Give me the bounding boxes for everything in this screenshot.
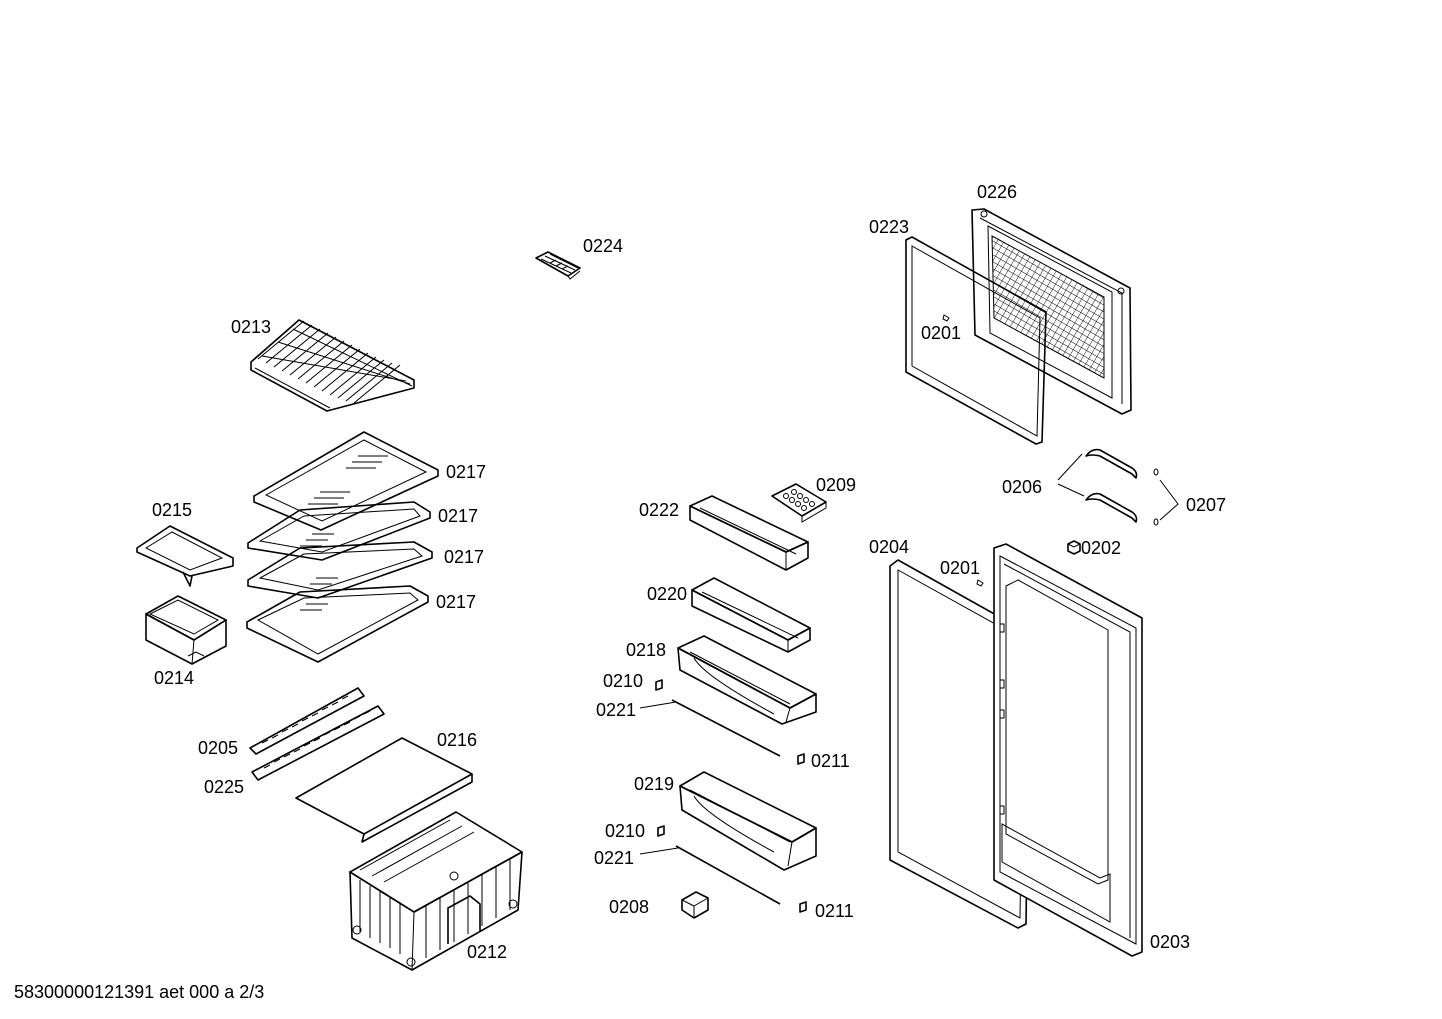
label-0225: 0225 <box>204 777 244 797</box>
part-0221-rod-lower <box>675 845 781 905</box>
part-0218-door-shelf <box>677 635 817 725</box>
label-0202: 0202 <box>1081 538 1121 558</box>
part-0210-clip-upper <box>655 679 663 691</box>
part-0213-wire-shelf <box>250 319 415 412</box>
label-0221: 0221 <box>596 700 636 720</box>
label-0219: 0219 <box>634 774 674 794</box>
part-0203-fridge-door <box>993 543 1143 957</box>
part-0201-screw-upper <box>942 314 950 322</box>
part-0217-glass-shelf-4 <box>246 585 429 663</box>
label-0221: 0221 <box>594 848 634 868</box>
leader-lines <box>639 453 1179 855</box>
part-0204-fridge-gasket <box>889 559 1031 929</box>
label-0209: 0209 <box>816 475 856 495</box>
label-0210: 0210 <box>603 671 643 691</box>
part-0217-glass-shelf-1 <box>253 431 439 531</box>
part-0211-clip-upper <box>797 753 805 765</box>
part-0207-screw-upper <box>1153 468 1159 476</box>
part-0225-strip <box>251 705 385 781</box>
label-0224: 0224 <box>583 236 623 256</box>
part-0201-screw-lower <box>976 579 984 587</box>
part-0224-ice-tray <box>535 251 581 280</box>
part-0216-cover-plate <box>295 737 473 843</box>
label-0208: 0208 <box>609 897 649 917</box>
label-0218: 0218 <box>626 640 666 660</box>
drawing-id: 58300000121391 aet 000 a 2/3 <box>14 982 264 1002</box>
part-0206-handle-upper <box>1085 448 1138 479</box>
label-0216: 0216 <box>437 730 477 750</box>
part-0226-freezer-door <box>971 208 1132 415</box>
label-0217: 0217 <box>446 462 486 482</box>
part-0208-bracket <box>681 891 709 919</box>
label-0215: 0215 <box>152 500 192 520</box>
label-0210: 0210 <box>605 821 645 841</box>
label-0204: 0204 <box>869 537 909 557</box>
part-0212-crisper-drawer <box>349 811 523 971</box>
part-0202-cap <box>1067 540 1081 555</box>
label-0211: 0211 <box>811 751 850 771</box>
label-0213: 0213 <box>231 317 271 337</box>
label-0217: 0217 <box>438 506 478 526</box>
part-0221-rod-upper <box>671 699 781 757</box>
label-0211: 0211 <box>815 901 854 921</box>
label-0226: 0226 <box>977 182 1017 202</box>
part-0217-glass-shelf-2 <box>247 501 431 561</box>
label-0223: 0223 <box>869 217 909 237</box>
label-0203: 0203 <box>1150 932 1190 952</box>
label-0201: 0201 <box>940 558 980 578</box>
part-0207-screw-lower <box>1153 518 1159 526</box>
label-0217: 0217 <box>436 592 476 612</box>
label-0206: 0206 <box>1002 477 1042 497</box>
part-0210-clip-lower <box>657 825 665 837</box>
label-0201: 0201 <box>921 323 961 343</box>
part-0215-tray <box>136 525 234 587</box>
part-0222-door-shelf <box>689 495 809 571</box>
part-0219-door-shelf <box>679 771 817 871</box>
part-0205-strip <box>249 687 365 755</box>
part-labels: 0226 0223 0224 0201 0213 0209 0217 0206 … <box>152 182 1226 962</box>
label-0212: 0212 <box>467 942 507 962</box>
label-0207: 0207 <box>1186 495 1226 515</box>
part-0223-freezer-gasket <box>905 236 1047 445</box>
part-0217-glass-shelf-3 <box>247 541 433 599</box>
label-0220: 0220 <box>647 584 687 604</box>
label-0205: 0205 <box>198 738 238 758</box>
part-0211-clip-lower <box>799 901 807 913</box>
part-0220-door-shelf <box>691 577 811 653</box>
label-0222: 0222 <box>639 500 679 520</box>
label-0214: 0214 <box>154 668 194 688</box>
part-0206-handle-lower <box>1085 492 1138 523</box>
part-0209-egg-tray <box>771 483 827 523</box>
label-0217: 0217 <box>444 547 484 567</box>
part-0214-container <box>145 595 227 665</box>
